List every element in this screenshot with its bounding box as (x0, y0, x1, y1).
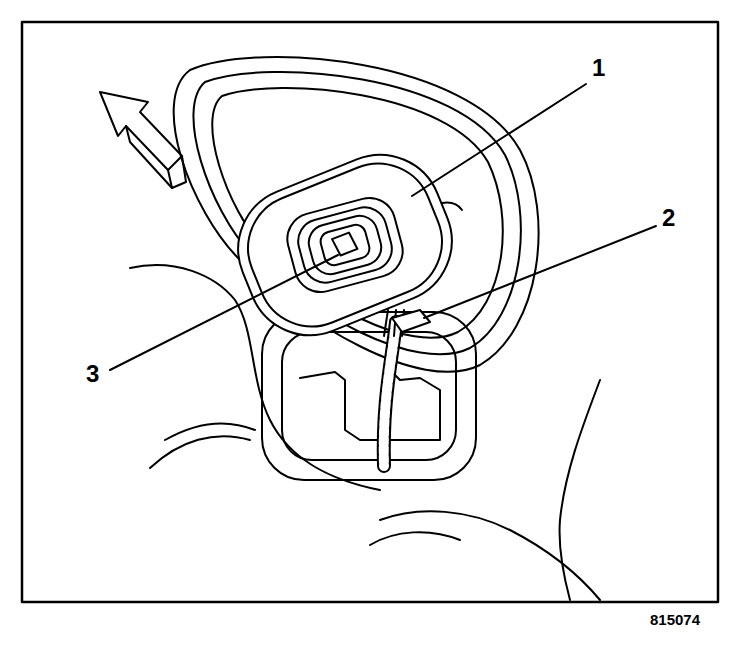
wire-harness (384, 322, 396, 466)
panel-contour (370, 532, 460, 545)
switch-button (282, 192, 409, 298)
direction-arrow-shade (126, 126, 172, 188)
callout-number: 3 (86, 362, 99, 386)
figure-number: 815074 (650, 612, 700, 627)
callout-number: 1 (592, 56, 605, 80)
trim-surround (193, 72, 520, 354)
trim-surround (174, 57, 539, 372)
switch-bezel (220, 136, 471, 354)
figure-frame (22, 22, 718, 602)
switch-button (293, 202, 396, 287)
wire-harness (384, 322, 396, 466)
leader-line (412, 84, 586, 196)
switch-button (305, 212, 386, 278)
leader-line (424, 226, 656, 318)
leader-line (110, 255, 338, 370)
callout-number: 2 (662, 206, 675, 230)
lower-opening (262, 312, 476, 480)
direction-arrow (100, 92, 182, 170)
switch-bezel (232, 147, 458, 342)
connector-tab (392, 310, 430, 332)
panel-contour (559, 380, 600, 600)
panel-contour (165, 423, 255, 440)
opening-recess (300, 372, 440, 440)
lower-opening (282, 332, 456, 460)
switch-knob (332, 232, 358, 257)
